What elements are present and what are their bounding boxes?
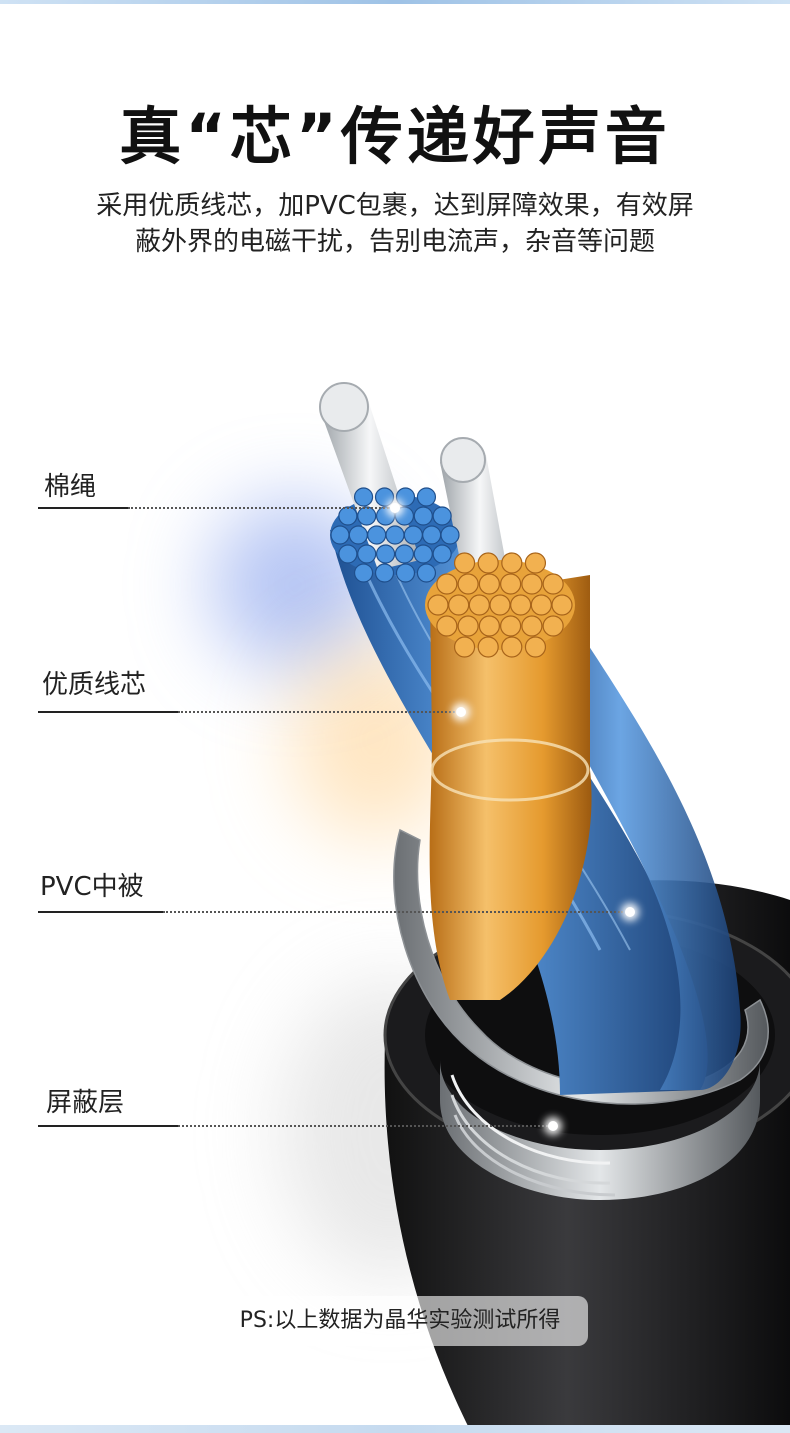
callout-line-cotton-rope <box>38 507 128 509</box>
callout-dash-shield-layer <box>178 1125 548 1127</box>
callout-label-shield-layer: 屏蔽层 <box>46 1088 125 1118</box>
callout-dot-quality-core <box>456 707 466 717</box>
audio-cable-cross-section-icon <box>319 382 790 1430</box>
callout-dash-pvc-inner <box>163 911 623 913</box>
bottom-accent-strip <box>0 1425 790 1433</box>
callout-dash-cotton-rope <box>128 507 393 509</box>
description-line-1: 采用优质线芯，加PVC包裹，达到屏障效果，有效屏 <box>96 191 694 221</box>
callout-label-cotton-rope: 棉绳 <box>44 472 97 502</box>
callout-label-pvc-inner: PVC中被 <box>40 872 144 902</box>
callout-dot-cotton-rope <box>390 503 400 513</box>
callout-label-quality-core: 优质线芯 <box>42 670 147 700</box>
callout-line-shield-layer <box>38 1125 178 1127</box>
callout-line-pvc-inner <box>38 911 163 913</box>
callout-line-quality-core <box>38 711 178 713</box>
ps-test-note: PS:以上数据为晶华实验测试所得 <box>212 1296 588 1346</box>
blue-strand-ends <box>330 487 460 583</box>
callout-dash-quality-core <box>178 711 458 713</box>
callout-dot-shield-layer <box>548 1121 558 1131</box>
callout-dot-pvc-inner <box>625 907 635 917</box>
shield-coil <box>393 828 769 1200</box>
top-accent-strip <box>0 0 790 4</box>
page-title: 真“芯”传递好声音 <box>119 100 671 173</box>
description-line-2: 蔽外界的电磁干扰，告别电流声，杂音等问题 <box>134 227 655 257</box>
copper-strand-ends <box>427 552 573 658</box>
